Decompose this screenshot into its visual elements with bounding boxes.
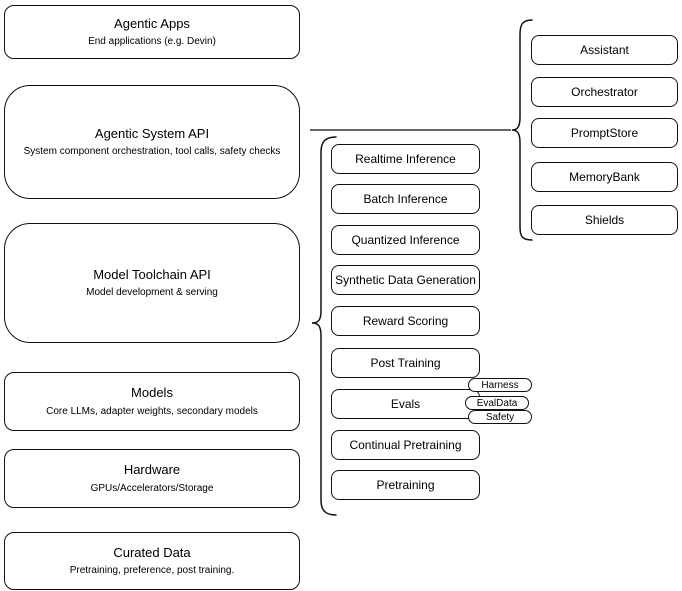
node-pretraining: Pretraining xyxy=(331,470,480,500)
node-post-training: Post Training xyxy=(331,348,480,378)
node-realtime-inference: Realtime Inference xyxy=(331,144,480,174)
node-label: Continual Pretraining xyxy=(349,438,462,452)
node-orchestrator: Orchestrator xyxy=(531,77,678,107)
node-subtitle: System component orchestration, tool cal… xyxy=(23,146,281,158)
node-agentic-apps: Agentic Apps End applications (e.g. Devi… xyxy=(4,5,300,59)
node-shields: Shields xyxy=(531,205,678,235)
system-components-brace xyxy=(511,19,533,241)
node-model-toolchain-api: Model Toolchain API Model development & … xyxy=(4,223,300,343)
node-quantized-inference: Quantized Inference xyxy=(331,225,480,255)
node-label: Quantized Inference xyxy=(351,233,460,247)
node-label: Post Training xyxy=(370,356,441,370)
node-title: Hardware xyxy=(123,462,181,478)
node-label: Safety xyxy=(485,411,515,423)
node-label: Shields xyxy=(584,213,625,227)
node-evals: Evals xyxy=(331,389,480,419)
node-label: Batch Inference xyxy=(363,192,448,206)
node-promptstore: PromptStore xyxy=(531,118,678,148)
node-curated-data: Curated Data Pretraining, preference, po… xyxy=(4,532,300,590)
node-models: Models Core LLMs, adapter weights, secon… xyxy=(4,372,300,431)
node-label: Evals xyxy=(390,397,421,411)
node-label: Synthetic Data Generation xyxy=(335,273,476,287)
node-label: Orchestrator xyxy=(571,85,638,99)
node-agentic-system-api: Agentic System API System component orch… xyxy=(4,85,300,199)
node-label: Assistant xyxy=(580,43,629,57)
node-title: Model Toolchain API xyxy=(93,266,211,282)
node-label: PromptStore xyxy=(570,126,639,140)
node-label: Harness xyxy=(481,379,519,391)
node-label: Reward Scoring xyxy=(362,314,449,328)
node-subtitle: Core LLMs, adapter weights, secondary mo… xyxy=(46,405,258,417)
node-title: Models xyxy=(131,385,173,401)
node-label: MemoryBank xyxy=(569,170,640,184)
node-synthetic-data-generation: Synthetic Data Generation xyxy=(331,265,480,295)
node-safety: Safety xyxy=(468,410,532,424)
node-subtitle: Model development & serving xyxy=(86,287,218,299)
node-subtitle: End applications (e.g. Devin) xyxy=(88,36,216,48)
node-harness: Harness xyxy=(468,378,532,392)
node-assistant: Assistant xyxy=(531,35,678,65)
node-title: Agentic System API xyxy=(94,125,210,141)
node-label: Pretraining xyxy=(376,478,435,492)
node-hardware: Hardware GPUs/Accelerators/Storage xyxy=(4,449,300,508)
node-subtitle: GPUs/Accelerators/Storage xyxy=(90,482,214,494)
node-memorybank: MemoryBank xyxy=(531,162,678,192)
node-batch-inference: Batch Inference xyxy=(331,184,480,214)
node-title: Agentic Apps xyxy=(114,15,190,31)
node-label: EvalData xyxy=(476,397,518,409)
node-subtitle: Pretraining, preference, post training. xyxy=(69,565,235,577)
node-label: Realtime Inference xyxy=(355,152,456,166)
node-reward-scoring: Reward Scoring xyxy=(331,306,480,336)
node-title: Curated Data xyxy=(113,544,191,560)
node-evaldata: EvalData xyxy=(465,396,529,410)
node-continual-pretraining: Continual Pretraining xyxy=(331,430,480,460)
